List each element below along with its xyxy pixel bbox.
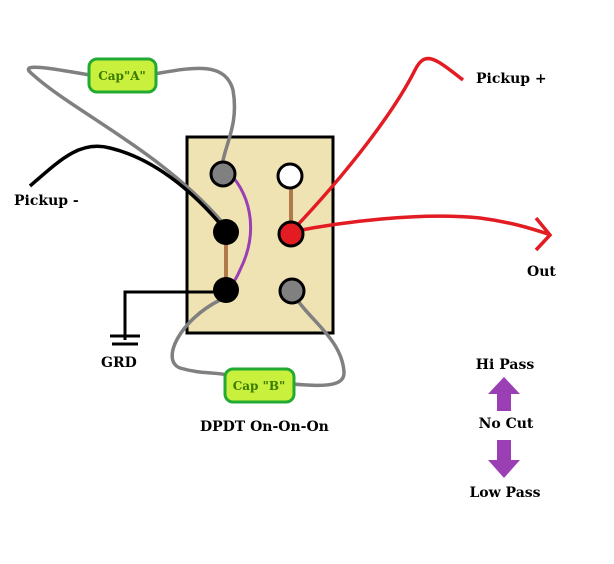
arrow-down-icon [488, 440, 520, 478]
capacitor-b [223, 367, 296, 404]
capacitor-a-label: Cap"A" [98, 69, 146, 83]
terminal-top-right [276, 162, 304, 190]
wire-gray-cap-a-right [153, 66, 237, 176]
terminal-top-left [209, 160, 237, 188]
terminal-middle-right [277, 220, 305, 248]
arrow-up-icon [488, 377, 520, 411]
terminal-bottom-right [278, 277, 306, 305]
wire-pickup-plus [289, 56, 465, 234]
wire-pickup-minus [28, 144, 224, 228]
wire-gray-cap-a-left [26, 65, 224, 224]
label-pickup-minus: Pickup - [14, 193, 79, 209]
label-grd: GRD [101, 355, 137, 371]
legend-hi-pass: Hi Pass [476, 357, 535, 373]
wire-out [290, 214, 549, 236]
wire-gray-cap-b-left [170, 298, 229, 377]
capacitor-a [87, 57, 158, 94]
wire-gray-cap-b-right [291, 297, 346, 388]
capacitor-b-label: Cap "B" [233, 379, 286, 393]
out-arrowhead [534, 216, 553, 252]
dpdt-switch-body [185, 135, 335, 335]
label-switch: DPDT On-On-On [200, 419, 329, 435]
terminal-bottom-left [213, 277, 239, 303]
label-out: Out [527, 264, 556, 280]
label-pickup-plus: Pickup + [476, 71, 547, 87]
wire-ground [123, 290, 222, 340]
terminal-middle-left [213, 219, 239, 245]
legend-no-cut: No Cut [479, 416, 534, 432]
legend-low-pass: Low Pass [469, 485, 540, 501]
